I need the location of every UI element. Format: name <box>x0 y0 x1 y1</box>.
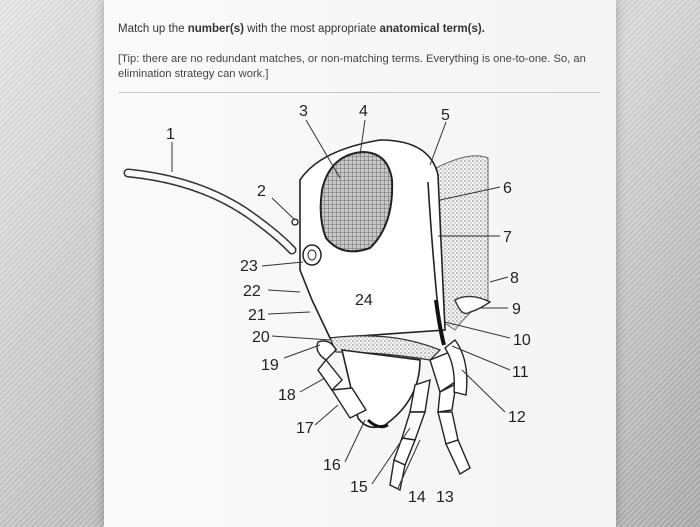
antennal-socket <box>303 245 321 265</box>
label-4: 4 <box>359 103 368 120</box>
label-20: 20 <box>252 329 270 346</box>
label-15: 15 <box>350 479 368 496</box>
label-9: 9 <box>512 301 521 318</box>
label-5: 5 <box>441 107 450 124</box>
label-16: 16 <box>323 457 341 474</box>
label-12: 12 <box>508 409 526 426</box>
label-1: 1 <box>166 126 175 143</box>
label-22: 22 <box>243 283 261 300</box>
label-2: 2 <box>257 183 266 200</box>
label-10: 10 <box>513 332 531 349</box>
label-21: 21 <box>248 307 266 324</box>
label-14: 14 <box>408 489 426 506</box>
label-18: 18 <box>278 387 296 404</box>
label-3: 3 <box>299 103 308 120</box>
label-6: 6 <box>503 180 512 197</box>
label-13: 13 <box>436 489 454 506</box>
antenna <box>128 173 292 250</box>
label-7: 7 <box>503 229 512 246</box>
label-8: 8 <box>510 270 519 287</box>
label-23: 23 <box>240 258 258 275</box>
label-24: 24 <box>355 292 373 309</box>
label-17: 17 <box>296 420 314 437</box>
label-11: 11 <box>512 364 529 381</box>
label-19: 19 <box>261 357 279 374</box>
